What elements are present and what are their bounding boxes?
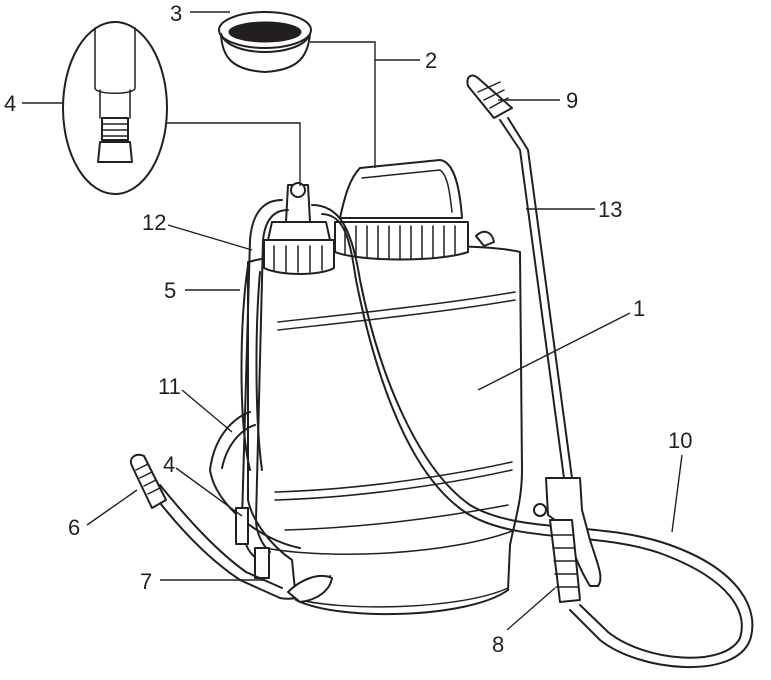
filter-basket [218,11,312,73]
tank-body [247,245,523,616]
part-label-1: 1 [633,296,646,321]
part-label-13: 13 [598,197,623,222]
trigger-handle [533,477,602,603]
part-label-9: 9 [566,88,579,113]
part-label-12: 12 [142,210,167,235]
part-label-10: 10 [668,428,693,453]
part-label-6: 6 [68,515,81,540]
back-frame [209,264,301,549]
part-label-11: 11 [158,374,181,399]
spray-wand [466,74,573,479]
pump-handle [130,453,333,603]
part-label-8: 8 [492,632,505,657]
part-label-4-top: 4 [4,91,17,116]
part-label-3: 3 [170,1,183,26]
part-label-7: 7 [140,569,153,594]
pump-seal-detail [62,21,168,195]
pump-rods [235,199,289,579]
part-label-2: 2 [425,48,438,73]
leader-lines [22,11,683,631]
part-label-4-bottom: 4 [163,452,176,477]
pump-assembly [263,182,335,275]
part-label-5: 5 [164,278,177,303]
tank-lid [334,159,495,261]
